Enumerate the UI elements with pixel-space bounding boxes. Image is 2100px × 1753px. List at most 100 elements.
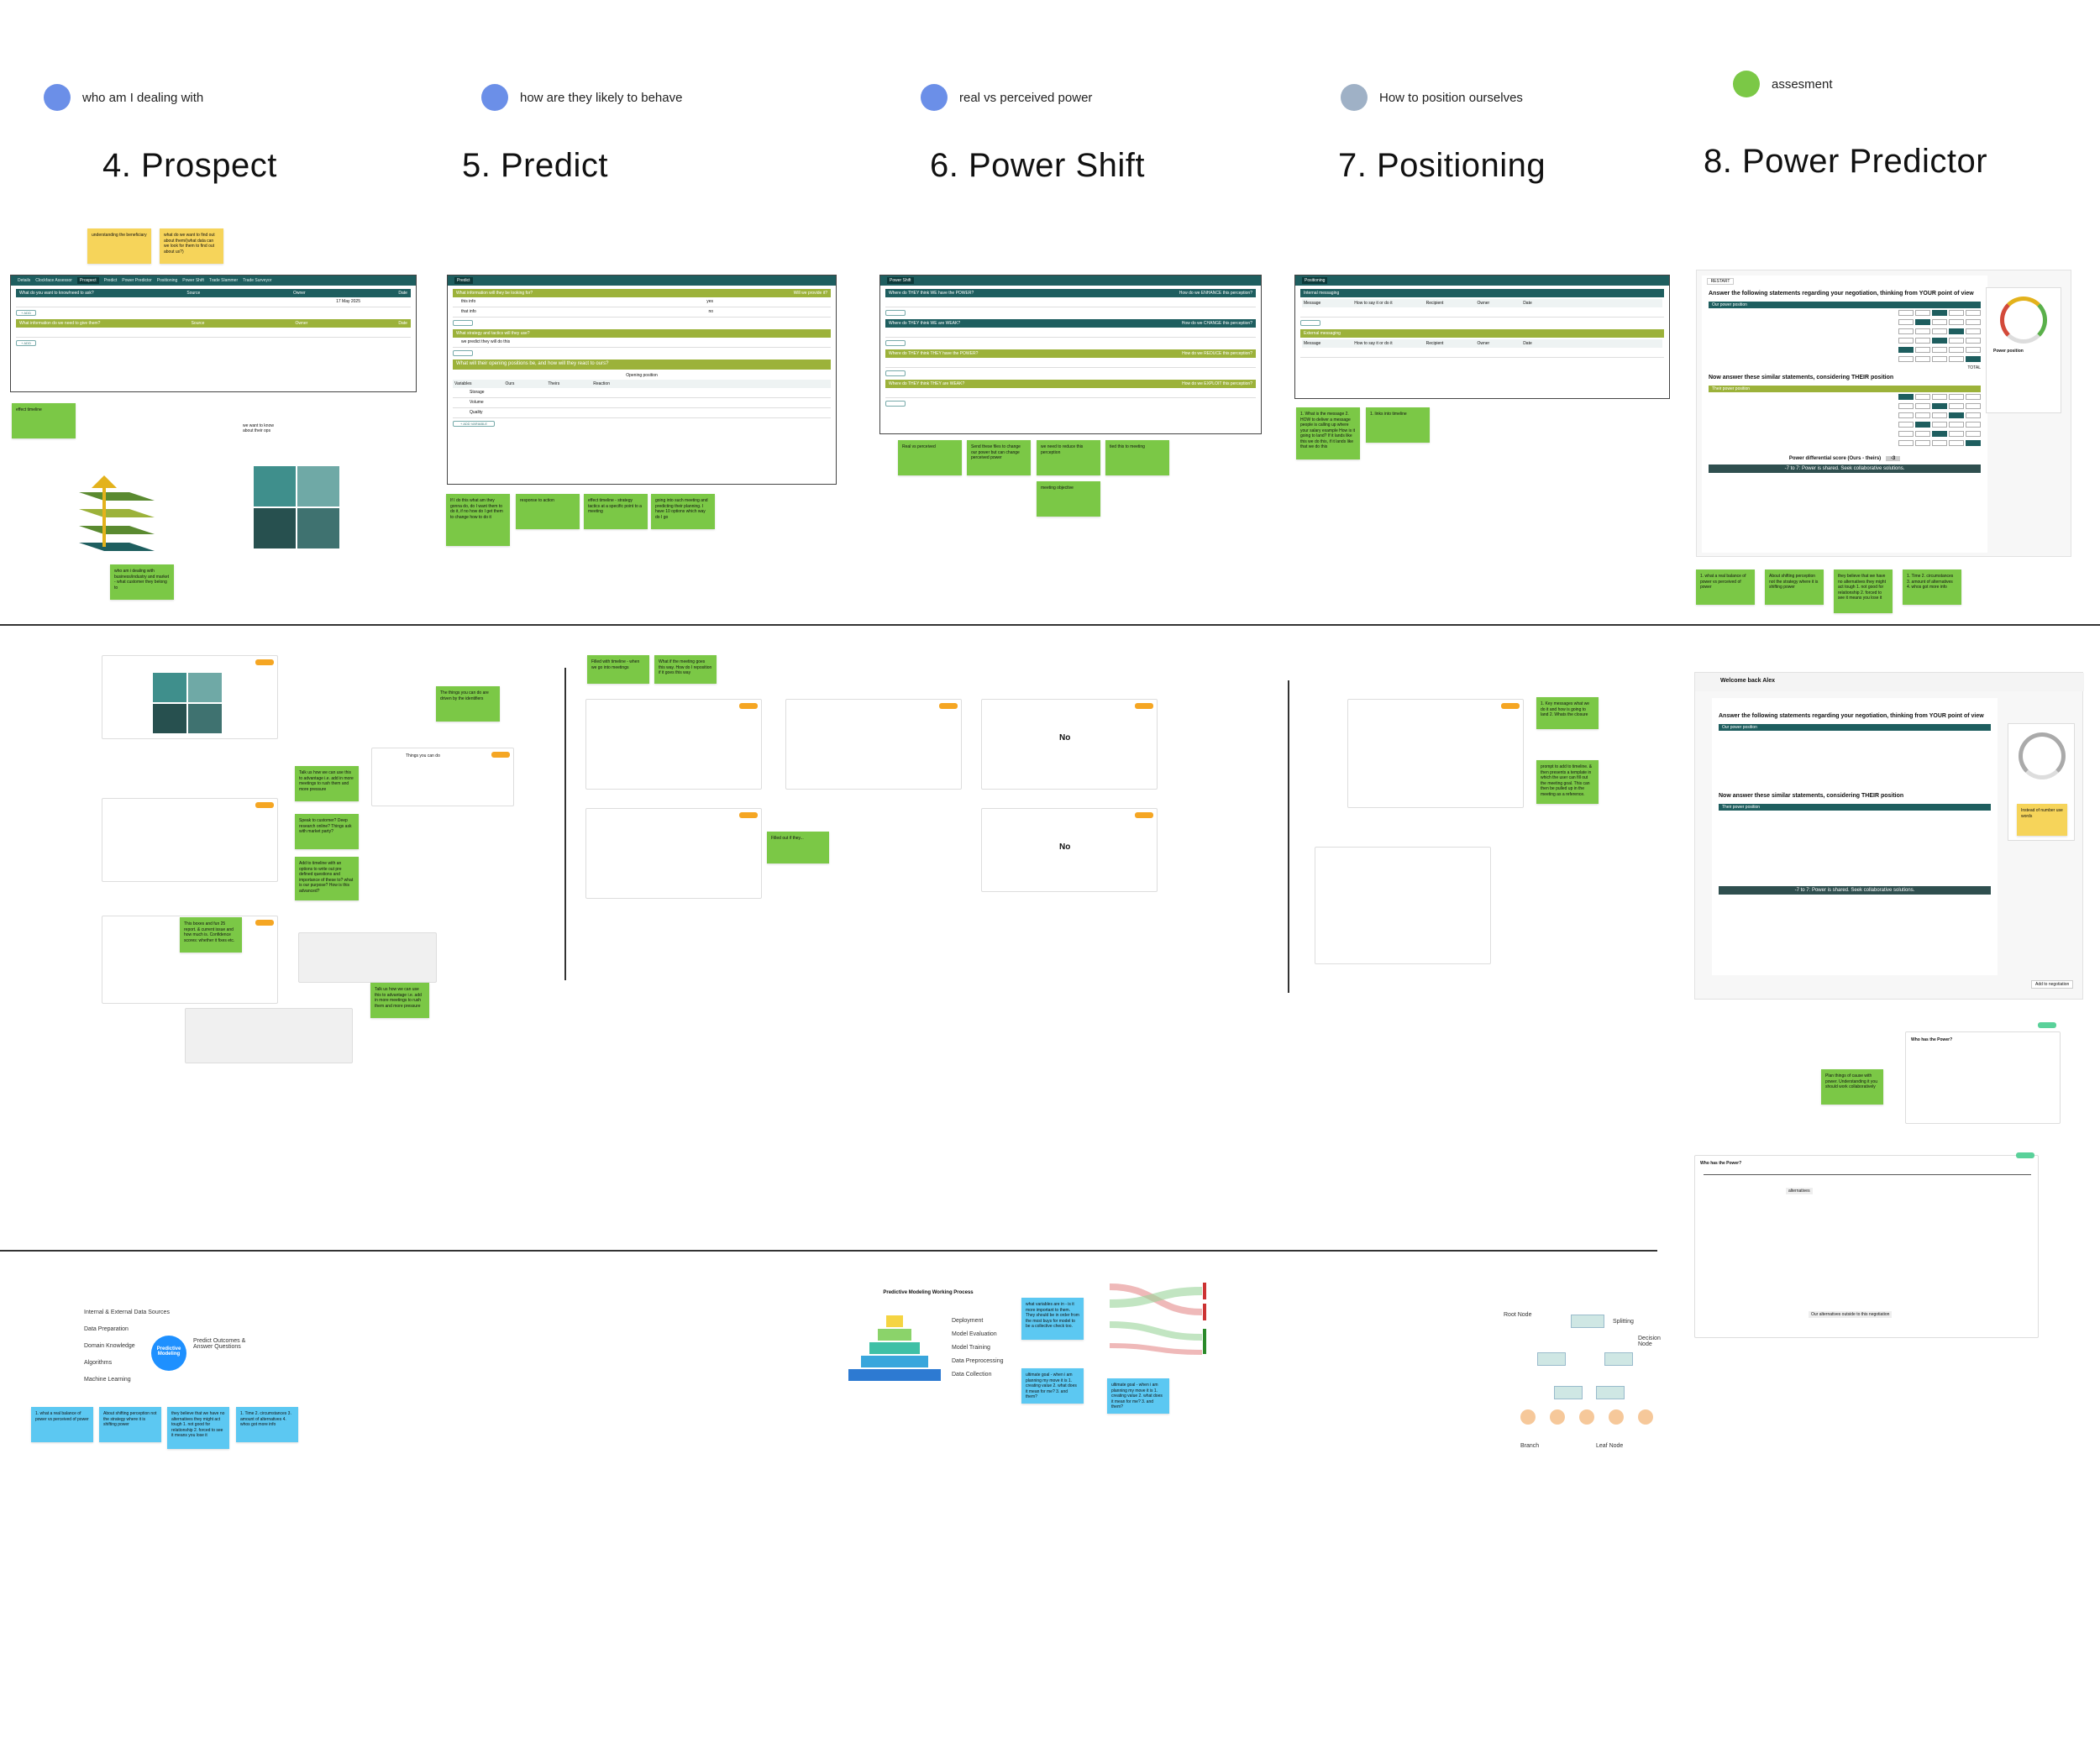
choice[interactable] xyxy=(1949,338,1964,344)
sticky-note[interactable]: Send these files to change our power but… xyxy=(967,440,1031,475)
choice[interactable] xyxy=(1898,394,1914,400)
choice[interactable] xyxy=(1932,347,1947,353)
sticky-note[interactable]: we need to reduce this perception xyxy=(1037,440,1100,475)
choice[interactable] xyxy=(1915,356,1930,362)
choice[interactable] xyxy=(1932,422,1947,428)
choice[interactable] xyxy=(1915,310,1930,316)
choice[interactable] xyxy=(1898,347,1914,353)
choice[interactable] xyxy=(1915,328,1930,334)
sticky-note[interactable]: What if the meeting goes this way. How d… xyxy=(654,655,717,684)
add-button[interactable]: + ADD xyxy=(16,340,36,346)
choice[interactable] xyxy=(1915,403,1930,409)
choice[interactable] xyxy=(1932,310,1947,316)
choice[interactable] xyxy=(1932,338,1947,344)
sticky-note[interactable]: About shifting perception not the strate… xyxy=(99,1407,161,1442)
choice[interactable] xyxy=(1932,412,1947,418)
choice[interactable] xyxy=(1949,412,1964,418)
choice[interactable] xyxy=(1966,440,1981,446)
sticky-note[interactable]: effect timeline xyxy=(12,403,76,438)
sticky-note[interactable]: Plan things of cause with power. Underst… xyxy=(1821,1069,1883,1105)
sticky-note[interactable]: Filled with timeline - when we go into m… xyxy=(587,655,649,684)
sticky-note[interactable]: Talk us how we can use this to advantage… xyxy=(370,983,429,1018)
choice[interactable] xyxy=(1898,338,1914,344)
choice[interactable] xyxy=(1966,431,1981,437)
sticky-note[interactable]: Add to timeline with an options to write… xyxy=(295,857,359,900)
add-button[interactable] xyxy=(1300,320,1320,326)
nav-item[interactable]: Power Shift xyxy=(182,278,204,283)
add-button[interactable] xyxy=(885,310,906,316)
choice[interactable] xyxy=(1966,422,1981,428)
choice[interactable] xyxy=(1915,422,1930,428)
sticky-note[interactable]: meeting objective xyxy=(1037,481,1100,517)
choice[interactable] xyxy=(1932,394,1947,400)
choice[interactable] xyxy=(1949,422,1964,428)
sticky-note[interactable]: Real vs perceived xyxy=(898,440,962,475)
sticky-note[interactable]: 1. What is the message 2. HOW to deliver… xyxy=(1296,407,1360,459)
add-button[interactable] xyxy=(453,320,473,326)
choice[interactable] xyxy=(1898,422,1914,428)
choice[interactable] xyxy=(1966,328,1981,334)
sticky-note[interactable]: response to action xyxy=(516,494,580,529)
nav-item-active[interactable]: Predict xyxy=(454,277,473,284)
choice[interactable] xyxy=(1949,328,1964,334)
choice[interactable] xyxy=(1966,347,1981,353)
sticky-note[interactable]: ultimate goal - when i am planning my mo… xyxy=(1107,1378,1169,1414)
choice[interactable] xyxy=(1949,394,1964,400)
choice[interactable] xyxy=(1932,440,1947,446)
choice[interactable] xyxy=(1966,319,1981,325)
sticky-note[interactable]: tied this to meeting xyxy=(1105,440,1169,475)
restart-button[interactable]: RESTART xyxy=(1707,278,1734,285)
choice[interactable] xyxy=(1915,412,1930,418)
choice[interactable] xyxy=(1966,356,1981,362)
add-variable-button[interactable]: + ADD VARIABLE xyxy=(453,421,495,427)
choice[interactable] xyxy=(1915,347,1930,353)
choice[interactable] xyxy=(1949,403,1964,409)
sticky-note[interactable]: prompt to add to timeline. & then presen… xyxy=(1536,760,1599,804)
sticky-note[interactable]: 1. Time 2. circumstances 3. amount of al… xyxy=(236,1407,298,1442)
nav-item-active[interactable]: Power Shift xyxy=(887,277,914,284)
choice[interactable] xyxy=(1966,338,1981,344)
choice[interactable] xyxy=(1932,328,1947,334)
nav-item-active[interactable]: Positioning xyxy=(1302,277,1328,284)
choice[interactable] xyxy=(1898,319,1914,325)
sticky-note[interactable]: effect timeline - strategy tactics at a … xyxy=(584,494,648,529)
choice[interactable] xyxy=(1949,440,1964,446)
choice[interactable] xyxy=(1932,403,1947,409)
choice[interactable] xyxy=(1898,440,1914,446)
choice[interactable] xyxy=(1966,394,1981,400)
choice[interactable] xyxy=(1966,403,1981,409)
sticky-note[interactable]: This boxes and fun 25 report. & current … xyxy=(180,917,242,953)
choice[interactable] xyxy=(1966,412,1981,418)
sticky-note[interactable]: If I do this what am they gonna do, do I… xyxy=(446,494,510,546)
choice[interactable] xyxy=(1898,412,1914,418)
sticky-note[interactable]: what do we want to find out about them/(… xyxy=(160,228,223,264)
add-to-negotiation-button[interactable]: Add to negotiation xyxy=(2031,980,2074,989)
choice[interactable] xyxy=(1949,356,1964,362)
sticky-note[interactable]: Filled out if they... xyxy=(767,832,829,863)
sticky-note[interactable]: Talk us how we can use this to advantage… xyxy=(295,766,359,801)
choice[interactable] xyxy=(1949,310,1964,316)
nav-item[interactable]: Clockface Assessor xyxy=(35,278,72,283)
choice[interactable] xyxy=(1915,394,1930,400)
sticky-note[interactable]: 1. Time 2. circumstances 3. amount of al… xyxy=(1903,569,1961,605)
sticky-note[interactable]: going into such meeting and predicting t… xyxy=(651,494,715,529)
choice[interactable] xyxy=(1898,403,1914,409)
nav-item[interactable]: Positioning xyxy=(156,278,178,283)
sticky-note[interactable]: The things you can do are driven by the … xyxy=(436,686,500,722)
add-button[interactable]: + ADD xyxy=(16,310,36,316)
sticky-note[interactable]: 1. Key messages what we do it and how is… xyxy=(1536,697,1599,729)
choice[interactable] xyxy=(1915,319,1930,325)
sticky-note[interactable]: 1. links into timeline xyxy=(1366,407,1430,443)
choice[interactable] xyxy=(1915,338,1930,344)
sticky-note[interactable]: what variables are in - is it more impor… xyxy=(1021,1298,1084,1340)
choice[interactable] xyxy=(1898,310,1914,316)
choice[interactable] xyxy=(1915,440,1930,446)
choice[interactable] xyxy=(1966,310,1981,316)
choice[interactable] xyxy=(1932,356,1947,362)
choice[interactable] xyxy=(1898,328,1914,334)
choice[interactable] xyxy=(1898,431,1914,437)
sticky-note[interactable]: they believe that we have no alternative… xyxy=(1834,569,1893,613)
sticky-note[interactable]: Instead of number use words xyxy=(2017,804,2067,836)
sticky-note[interactable]: Speak to customer? Deep research online?… xyxy=(295,814,359,849)
add-button[interactable] xyxy=(885,340,906,346)
